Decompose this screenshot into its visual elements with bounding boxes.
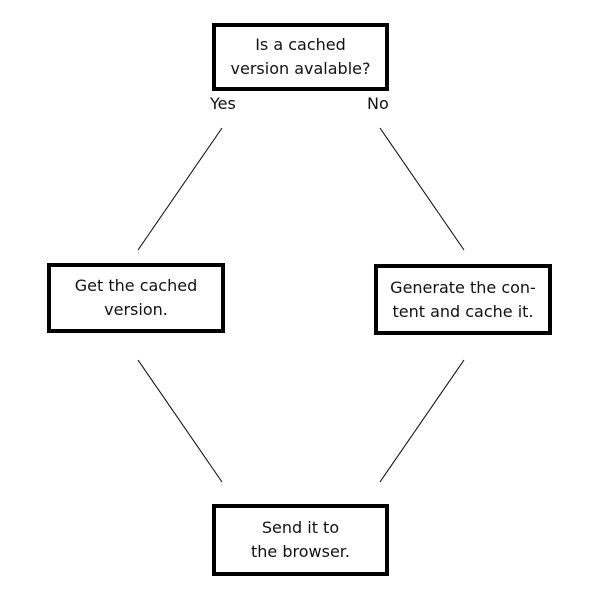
decision-node-cached-available: Is a cached version avalable?: [212, 23, 389, 91]
node-text-line: tent and cache it.: [392, 301, 534, 321]
branch-label-no: No: [367, 94, 389, 113]
node-text-line: version avalable?: [230, 59, 371, 78]
edge-generate-to-send: [379, 359, 465, 483]
node-text-line: Generate the con-: [390, 277, 536, 297]
branch-label-yes: Yes: [210, 94, 236, 113]
process-node-send-to-browser: Send it to the browser.: [212, 504, 389, 576]
process-node-generate-content: Generate the con- tent and cache it.: [374, 264, 552, 335]
edge-get-cached-to-send: [137, 359, 223, 483]
node-text-line: version.: [104, 300, 168, 319]
edge-question-to-get-cached: [137, 127, 223, 251]
process-node-get-cached: Get the cached version.: [47, 263, 225, 333]
node-text-line: Send it to: [261, 518, 340, 537]
node-text-line: Is a cached: [255, 35, 346, 54]
edge-question-to-generate: [379, 127, 465, 251]
node-text-line: the browser.: [251, 542, 350, 561]
node-text-line: Get the cached: [74, 276, 198, 295]
